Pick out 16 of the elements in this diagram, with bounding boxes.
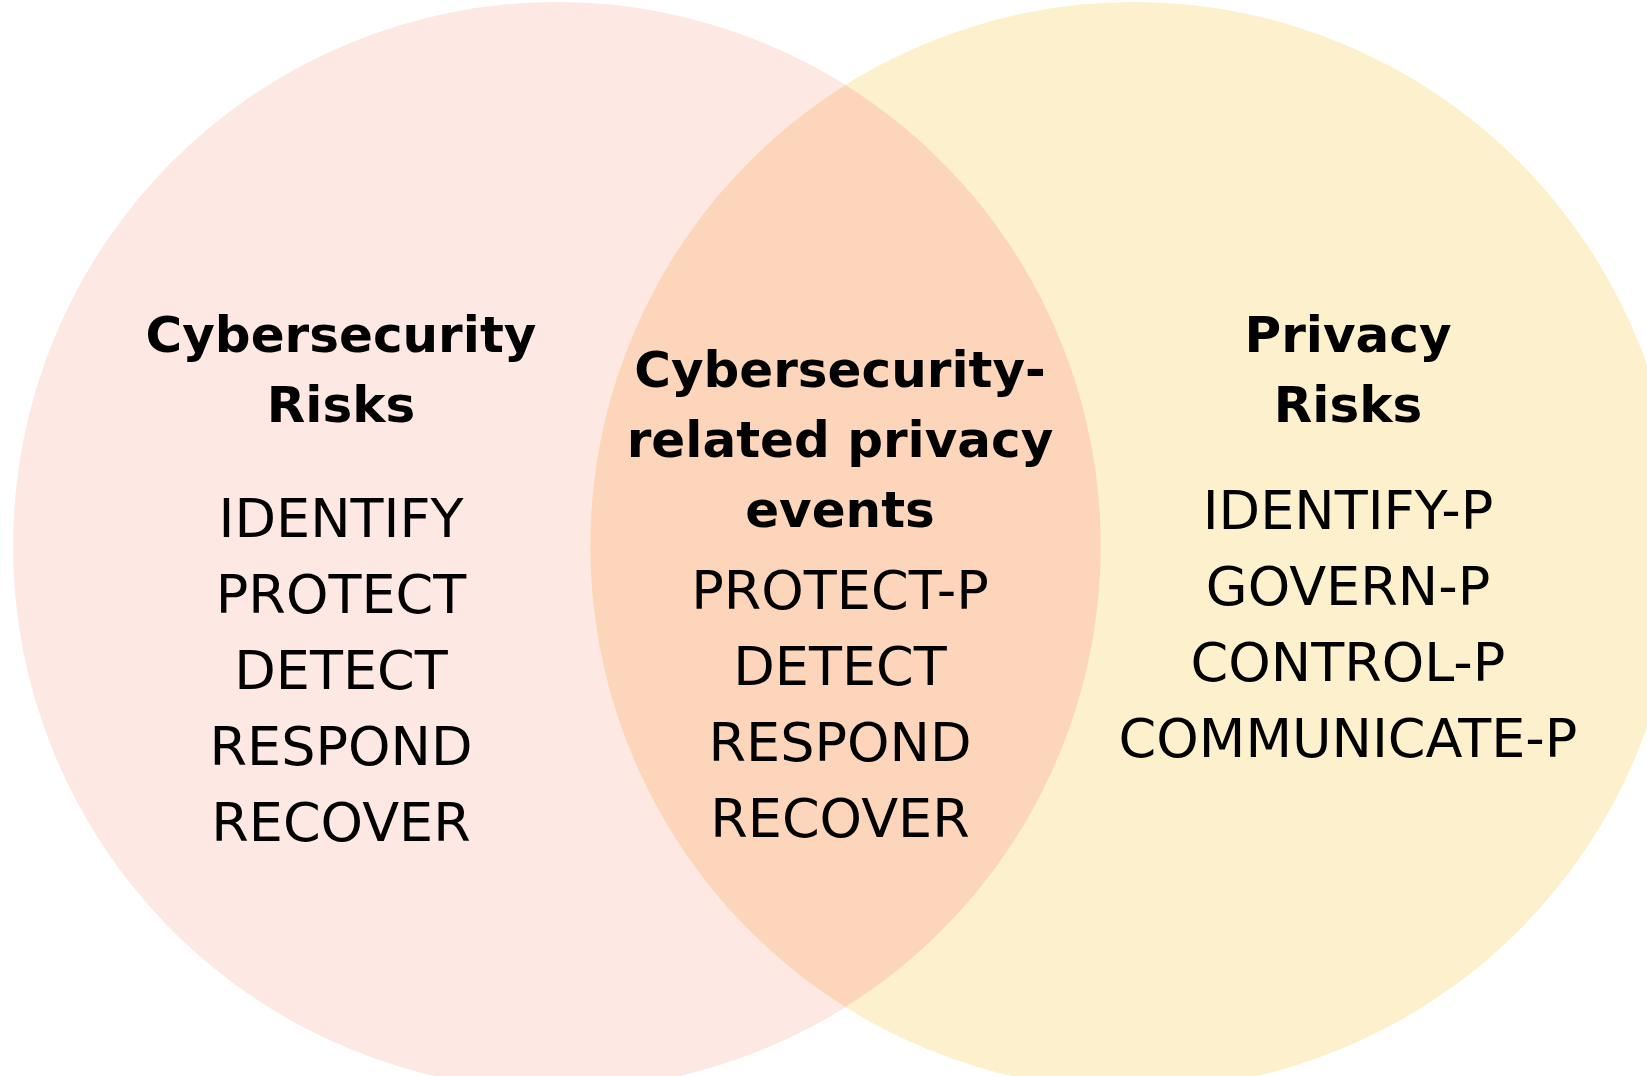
function-label: RESPOND bbox=[708, 712, 972, 774]
function-label: GOVERN-P bbox=[1205, 556, 1491, 618]
function-label: DETECT bbox=[234, 640, 448, 702]
region-heading: Privacy Risks bbox=[1243, 305, 1453, 436]
function-label: CONTROL-P bbox=[1190, 632, 1506, 694]
function-label: RECOVER bbox=[211, 792, 471, 854]
function-label: PROTECT bbox=[215, 564, 467, 626]
function-label: PROTECT-P bbox=[691, 560, 989, 622]
function-label: COMMUNICATE-P bbox=[1118, 708, 1578, 770]
function-label: RECOVER bbox=[710, 788, 970, 850]
function-label: IDENTIFY-P bbox=[1202, 480, 1494, 542]
function-label: DETECT bbox=[733, 636, 947, 698]
region-heading: Cybersecurity-related privacy events bbox=[625, 340, 1055, 541]
function-label: RESPOND bbox=[209, 716, 473, 778]
region-heading: Cybersecurity Risks bbox=[144, 305, 538, 436]
function-label: IDENTIFY bbox=[218, 488, 464, 550]
